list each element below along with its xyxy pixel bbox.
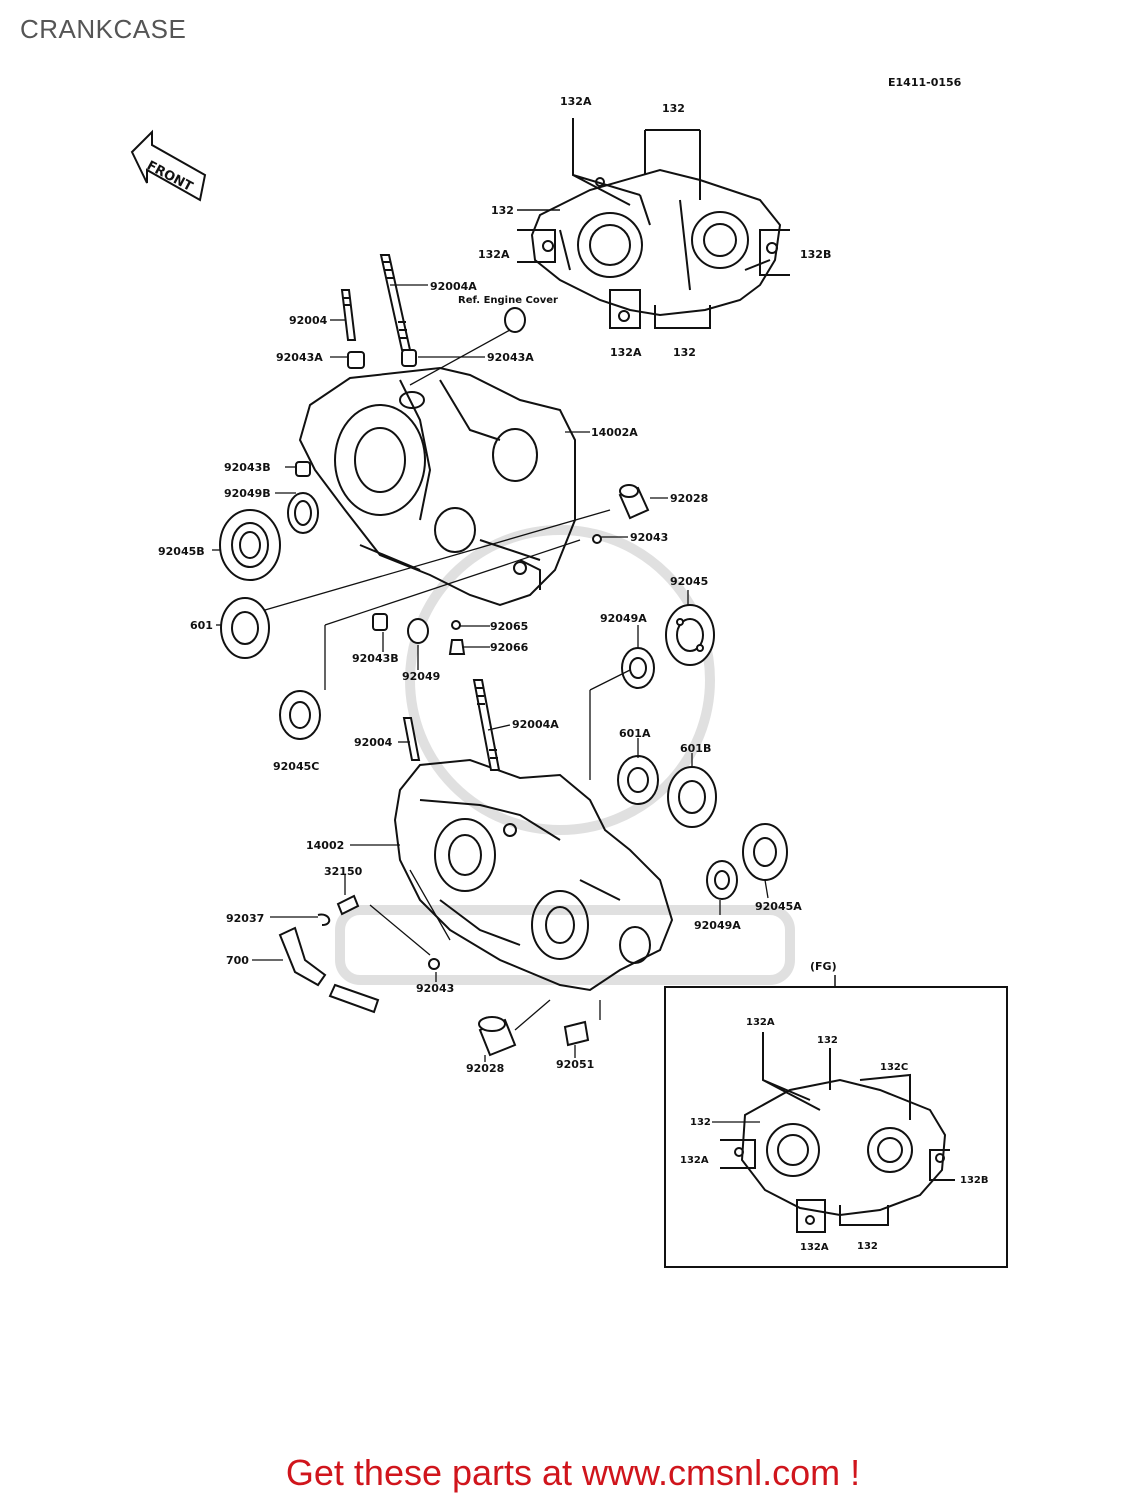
clip-92037 xyxy=(317,913,331,926)
inset-label-132a: 132A xyxy=(800,1242,829,1253)
inset-title: (FG) xyxy=(810,960,837,973)
bearing-601 xyxy=(220,597,270,659)
label-132b: 132B xyxy=(800,248,831,261)
label-92043: 92043 xyxy=(630,531,668,544)
inset-label-132b: 132B xyxy=(960,1175,989,1186)
inset-label-132: 132 xyxy=(817,1035,838,1046)
label-92028: 92028 xyxy=(466,1062,504,1075)
label-132: 132 xyxy=(491,204,514,217)
inset-fg-box: (FG) 132A 132 132C 132 132A 132B 132A 13… xyxy=(664,960,1008,1268)
label-132: 132 xyxy=(662,102,685,115)
hose-700 xyxy=(278,926,380,1014)
label-92004: 92004 xyxy=(289,314,328,327)
label-14002: 14002 xyxy=(306,839,344,852)
leader-lines-lower xyxy=(252,669,769,1062)
oil-seal-92049b xyxy=(287,492,319,534)
inset-label-132c: 132C xyxy=(880,1062,908,1073)
upper-labels: 92004A Ref. Engine Cover 92004 92043A 92… xyxy=(158,280,708,773)
leader-lines-upper xyxy=(212,284,689,690)
label-92066: 92066 xyxy=(490,641,529,654)
crankcase-screws-view xyxy=(517,118,790,329)
label-ref-engine-cover: Ref. Engine Cover xyxy=(458,295,558,306)
stud-bolt-92004-upper xyxy=(340,289,357,341)
crankcase-screws-labels: 132A 132 132 132A 132B 132A 132 xyxy=(478,95,831,359)
front-arrow-icon: FRONT xyxy=(130,129,207,202)
footer-shop-link[interactable]: Get these parts at www.cmsnl.com ! xyxy=(285,1452,861,1493)
label-601b: 601B xyxy=(680,742,711,755)
label-92045a: 92045A xyxy=(755,900,802,913)
label-14002a: 14002A xyxy=(591,426,638,439)
inset-label-132a: 132A xyxy=(746,1017,775,1028)
inset-label-132a: 132A xyxy=(680,1155,709,1166)
label-92049a: 92049A xyxy=(600,612,647,625)
label-601: 601 xyxy=(190,619,213,632)
label-132: 132 xyxy=(673,346,696,359)
bearing-92045-right xyxy=(665,604,715,666)
stud-bolt-92004a-lower xyxy=(472,679,501,771)
oil-seal-92049a-lower xyxy=(706,860,738,900)
label-92043b: 92043B xyxy=(352,652,399,665)
label-92049: 92049 xyxy=(402,670,440,683)
label-92051: 92051 xyxy=(556,1058,594,1071)
label-92004: 92004 xyxy=(354,736,393,749)
label-92043b: 92043B xyxy=(224,461,271,474)
collar-92028-upper xyxy=(618,484,650,520)
label-92004a: 92004A xyxy=(430,280,477,293)
label-92045: 92045 xyxy=(670,575,708,588)
diagram-code: E1411-0156 xyxy=(888,76,962,89)
label-92049a: 92049A xyxy=(694,919,741,932)
label-32150: 32150 xyxy=(324,865,363,878)
bearing-92045b xyxy=(219,509,281,581)
label-92043a: 92043A xyxy=(276,351,323,364)
dowel-pins-upper xyxy=(295,349,417,631)
inset-label-132: 132 xyxy=(690,1117,711,1128)
label-92065: 92065 xyxy=(490,620,528,633)
bearing-601a xyxy=(617,755,659,805)
label-92049b: 92049B xyxy=(224,487,271,500)
oil-seal-92045a xyxy=(742,823,788,881)
label-132a: 132A xyxy=(560,95,592,108)
label-92043a: 92043A xyxy=(487,351,534,364)
label-700: 700 xyxy=(226,954,249,967)
label-132a: 132A xyxy=(610,346,642,359)
crankcase-left-half xyxy=(298,366,576,607)
label-92037: 92037 xyxy=(226,912,264,925)
label-92028: 92028 xyxy=(670,492,708,505)
small-parts-upper xyxy=(407,307,602,655)
page-title: CRANKCASE xyxy=(20,14,187,44)
label-92043: 92043 xyxy=(416,982,454,995)
watermark-logo xyxy=(335,525,795,985)
label-92004a: 92004A xyxy=(512,718,559,731)
stud-bolt-92004a-upper xyxy=(379,254,412,351)
oil-seal-92045c xyxy=(279,690,321,740)
inset-label-132: 132 xyxy=(857,1241,878,1252)
label-92045b: 92045B xyxy=(158,545,205,558)
lower-labels: 92004A 92004 601A 601B 14002 32150 92037… xyxy=(226,718,802,1075)
label-132a: 132A xyxy=(478,248,510,261)
bolt-32150 xyxy=(336,894,360,916)
bearing-601b xyxy=(667,766,717,828)
crankcase-right-half xyxy=(393,758,674,992)
stud-bolt-92004-lower xyxy=(402,717,421,761)
label-92045c: 92045C xyxy=(273,760,319,773)
small-parts-lower xyxy=(428,958,590,1057)
label-601a: 601A xyxy=(619,727,651,740)
oil-seal-92049a-upper xyxy=(621,647,655,689)
